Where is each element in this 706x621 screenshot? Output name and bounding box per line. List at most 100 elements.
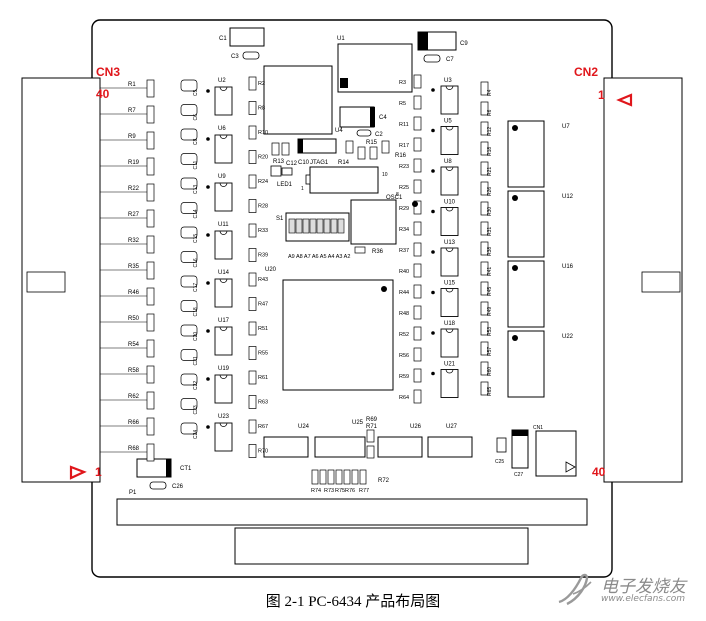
resistor-left (146, 339, 155, 358)
resistor-mid-right (413, 200, 422, 215)
connector-cn3 (21, 77, 101, 483)
resistor-mid-right-label: R48 (399, 311, 409, 317)
dip-chip-mid (440, 207, 459, 236)
resistor-mid-right (413, 305, 422, 320)
dip-chip-mid (440, 85, 459, 115)
resistor-left (146, 261, 155, 280)
resistor-mid-right (413, 263, 422, 278)
capacitor-c9: C9 C7 (417, 31, 468, 63)
resistor-left (146, 313, 155, 332)
svg-text:C12: C12 (286, 161, 298, 167)
svg-text:C3: C3 (231, 54, 239, 60)
capacitor-left-label: C15 (193, 234, 199, 243)
svg-text:C9: C9 (460, 41, 468, 47)
capacitor-left-label: C23 (193, 405, 199, 414)
resistor-mid-left-label: R67 (258, 424, 268, 430)
dip-chip-mid (440, 288, 459, 317)
cn2-pin1-label: 1 (598, 88, 605, 102)
resistor-mid-left-label: R47 (258, 302, 268, 308)
resistor-left (146, 417, 155, 436)
capacitor-left-label: C5 (193, 89, 199, 96)
capacitor-left (180, 79, 198, 92)
resistor-right (480, 221, 489, 236)
resistor-right-label: R41 (487, 267, 493, 276)
resistor-mid-left-label: R70 (258, 449, 268, 455)
resistor-mid-left-label: R55 (258, 351, 268, 357)
resistor-right (480, 361, 489, 376)
resistor-mid-left (248, 174, 257, 189)
chip-u4: U4 (263, 65, 343, 135)
capacitor-left-label: C21 (193, 356, 199, 365)
resistor-right-label: R49 (487, 307, 493, 316)
resistor-mid-left-label: R2 (258, 81, 265, 87)
dip-chip-mid-label: U10 (444, 200, 456, 206)
resistor-mid-right-label: R11 (399, 122, 409, 128)
svg-text:U25: U25 (352, 420, 364, 426)
capacitor-left (180, 226, 198, 239)
resistor-mid-right-label: R29 (399, 206, 409, 212)
resistor-left-label: R27 (128, 212, 140, 218)
resistor-mid-right (413, 284, 422, 299)
resistor-r76: R76 (345, 488, 355, 494)
resistor-left (146, 235, 155, 254)
resistor-mid-right (413, 221, 422, 236)
capacitor-left-label: C13 (193, 185, 199, 194)
resistor-right-label: R21 (487, 167, 493, 176)
resistor-mid-right (413, 137, 422, 152)
resistor-left (146, 443, 155, 462)
resistor-left (146, 79, 155, 98)
resistor-mid-left (248, 150, 257, 164)
watermark-logo-icon (558, 573, 592, 606)
dip-chip-left (214, 134, 233, 164)
svg-text:U26: U26 (410, 424, 422, 430)
dip-chip-left-label: U23 (218, 414, 230, 420)
resistor-mid-right-label: R59 (399, 374, 409, 380)
dip-chip-left-label: U11 (218, 222, 229, 228)
svg-text:P1: P1 (129, 490, 137, 496)
cn3-pin1-arrow-icon (69, 465, 87, 480)
resistor-column-left: R1R7R9R19R22R27R32R35R46R50R54R58R62R66R… (100, 79, 155, 462)
resistor-mid-right (413, 242, 422, 257)
resistor-mid-right (413, 347, 422, 362)
dip-chip-mid-label: U5 (444, 119, 452, 125)
capacitor-left (180, 422, 198, 435)
resistor-right (480, 201, 489, 216)
svg-text:10: 10 (382, 172, 388, 178)
resistor-left (146, 157, 155, 176)
resistor-mid-right-label: R64 (399, 395, 409, 401)
resistor-mid-right-label: R25 (399, 185, 409, 191)
jtag-header: JTAG1 C10 (297, 138, 337, 166)
dip-chip-left (214, 182, 233, 212)
resistor-mid-left (248, 199, 257, 213)
cn2-pin1-arrow-icon (616, 93, 633, 107)
resistor-r75: R75 (335, 488, 345, 494)
resistor-mid-right-label: R5 (399, 101, 406, 107)
capacitor-left-label: C8 (193, 138, 199, 145)
resistor-right (480, 261, 489, 276)
svg-text:C2: C2 (375, 132, 383, 138)
svg-text:U20: U20 (265, 267, 277, 273)
svg-text:C25: C25 (495, 459, 504, 465)
resistor-left (146, 131, 155, 150)
resistor-right-label: R53 (487, 327, 493, 336)
dip-chip-mid (440, 166, 459, 196)
resistor-mid-left (248, 444, 257, 458)
resistor-mid-left-label: R28 (258, 204, 268, 210)
dip-chip-left-label: U14 (218, 270, 230, 276)
oscillator-osc1: OSC1 8 (350, 192, 418, 245)
cn2-pin40-label: 40 (592, 465, 606, 479)
resistor-right (480, 141, 489, 156)
resistor-mid-right-label: R37 (399, 248, 409, 254)
resistor-mid-left-label: R10 (258, 130, 268, 136)
resistor-mid-right-label: R56 (399, 353, 409, 359)
resistor-mid-left (248, 346, 257, 360)
resistor-mid-right-label: R23 (399, 164, 409, 170)
resistor-right (480, 341, 489, 356)
resistor-left-label: R50 (128, 316, 140, 322)
resistor-mid-right (413, 116, 422, 131)
resistor-right-label: R12 (487, 127, 493, 136)
capacitor-left (180, 349, 198, 361)
svg-text:U27: U27 (446, 424, 458, 430)
watermark: 电子发烧友 www.elecfans.com (553, 570, 703, 610)
capacitor-left-label: C16 (193, 258, 199, 267)
